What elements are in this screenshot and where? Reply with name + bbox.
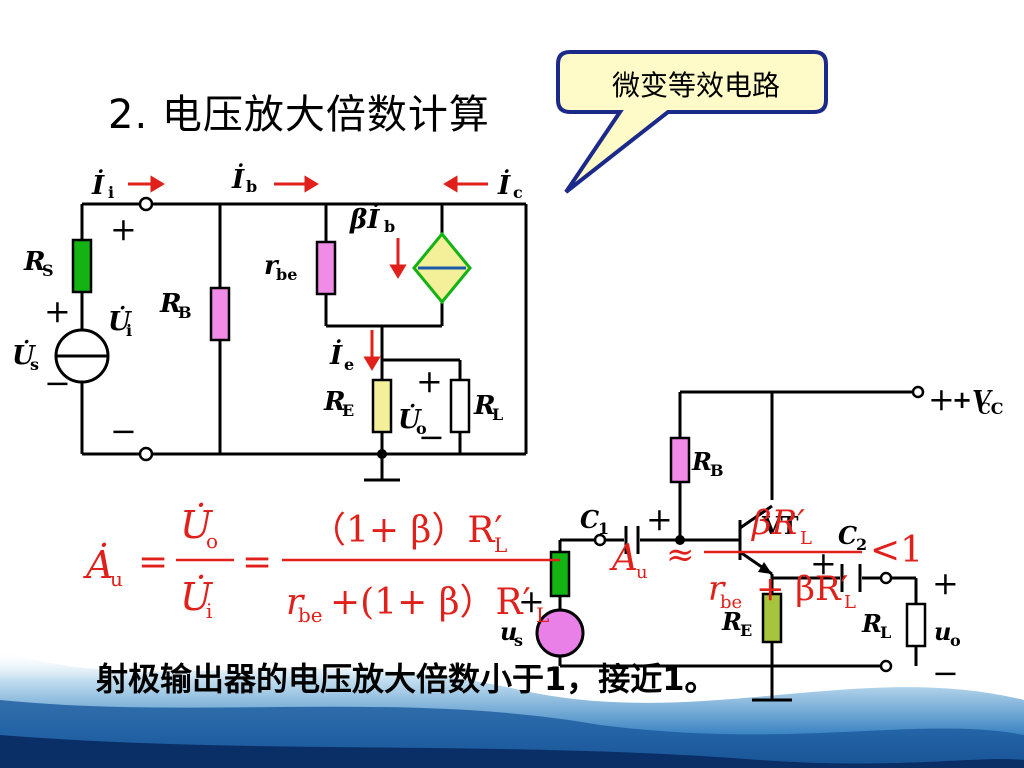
label-ui: U̇ (108, 306, 132, 337)
formula-num2: （1+ β）R′ (310, 510, 503, 551)
rl-resistor (449, 378, 471, 434)
label-beta-ib: βİ (349, 203, 380, 235)
rl2-resistor (905, 602, 927, 648)
svg-text:1: 1 (598, 519, 609, 538)
svg-text:=: = (242, 542, 272, 583)
label-c1: C (580, 505, 599, 534)
label-vt: VT (761, 511, 799, 540)
formula-den2: r (286, 582, 305, 623)
re2-resistor (761, 592, 783, 644)
svg-text:i: i (126, 321, 132, 340)
label-rb2: R (691, 447, 712, 476)
svg-text:L: L (492, 405, 503, 424)
svg-text:L: L (494, 533, 507, 557)
label-rb: R (159, 289, 182, 319)
svg-text:S: S (42, 261, 54, 280)
label-c2: C (838, 521, 857, 550)
label-ib: İ (231, 163, 245, 195)
svg-text:i: i (206, 599, 212, 623)
minus-us: − (44, 364, 71, 402)
svg-text:E: E (342, 401, 354, 420)
approx-rhs: <1 (870, 530, 923, 571)
plus-uo: + (416, 362, 443, 400)
svg-text:CC: CC (978, 399, 1003, 418)
svg-text:u: u (636, 562, 648, 583)
svg-text:2: 2 (856, 535, 867, 554)
svg-text:B: B (178, 303, 192, 322)
vcc-plus: + (928, 380, 955, 418)
plus-c2: + (810, 544, 837, 582)
approx-den: r (708, 569, 726, 609)
svg-text:u: u (110, 567, 123, 591)
svg-text:s: s (514, 631, 523, 650)
svg-text:s: s (30, 355, 39, 374)
label-rl: R (473, 391, 496, 421)
rb2-resistor (669, 436, 691, 484)
plus-us2: + (518, 582, 545, 620)
svg-text:+ βR′: + βR′ (756, 569, 848, 609)
svg-text:=: = (138, 542, 168, 583)
label-rs: R (23, 247, 46, 277)
svg-text:L: L (800, 528, 812, 549)
svg-text:L: L (844, 592, 856, 613)
svg-text:o: o (416, 419, 427, 438)
formula-num1: U̇ (180, 503, 214, 547)
svg-text:B: B (710, 461, 724, 480)
svg-text:e: e (344, 355, 354, 374)
svg-text:b: b (384, 217, 395, 236)
svg-text:E: E (740, 621, 752, 640)
svg-text:be: be (276, 265, 297, 284)
label-uo2: u (934, 617, 951, 646)
label-uo: U̇ (398, 404, 422, 435)
approx-lhs: A (609, 538, 638, 579)
label-rbe: r (264, 251, 280, 281)
svg-text:+(1+ β）R′: +(1+ β）R′ (330, 582, 531, 623)
svg-text:o: o (206, 529, 218, 553)
label-ii: İ (91, 169, 105, 201)
rbe-resistor (315, 240, 337, 296)
approx-num: βR′ (750, 503, 805, 543)
minus-uo: − (418, 418, 445, 456)
svg-text:o: o (950, 631, 961, 650)
label-ie: İ (329, 339, 343, 371)
plus-uo2: + (932, 564, 959, 602)
label-rl2: R (861, 609, 882, 638)
label-vcc: +V (952, 385, 993, 414)
label-re2: R (721, 607, 742, 636)
svg-text:i: i (108, 183, 114, 202)
svg-text:L: L (536, 603, 549, 627)
svg-text:be: be (298, 603, 323, 627)
label-us2: u (500, 617, 517, 646)
re-resistor (371, 378, 393, 434)
svg-text:be: be (720, 592, 742, 613)
label-re: R (323, 387, 346, 417)
plus-us: + (44, 292, 71, 330)
source-resistor (549, 550, 571, 598)
svg-text:L: L (880, 623, 891, 642)
plus-c1: + (646, 500, 673, 538)
formula-den1: U̇ (180, 575, 214, 619)
svg-text:≈: ≈ (666, 535, 695, 575)
rs-resistor (71, 238, 93, 294)
minus-uo2: − (932, 654, 959, 692)
svg-text:c: c (513, 183, 523, 202)
minus-ui: − (110, 412, 137, 450)
plus-ui: + (110, 210, 137, 248)
rb-resistor (209, 286, 231, 342)
conclusion-text: 射极输出器的电压放大倍数小于1，接近1。 (96, 660, 717, 698)
label-ic: İ (497, 169, 511, 201)
callout-text: 微变等效电路 (611, 69, 780, 102)
formula-lhs: Ȧ (83, 543, 113, 587)
page-title: 2. 电压放大倍数计算 (108, 92, 490, 138)
label-us: U̇ (12, 340, 36, 371)
svg-text:b: b (246, 177, 257, 196)
